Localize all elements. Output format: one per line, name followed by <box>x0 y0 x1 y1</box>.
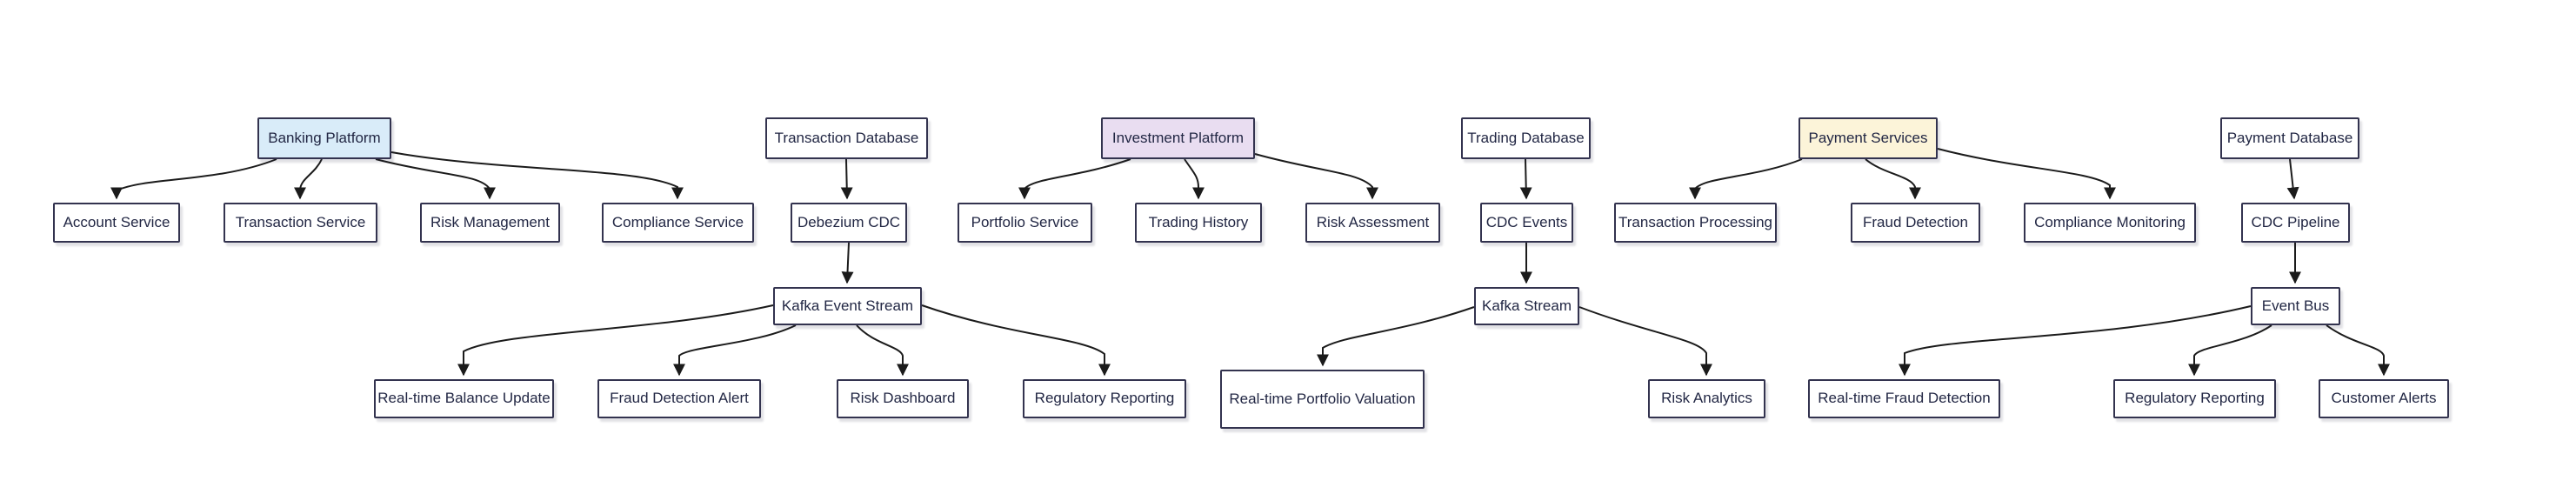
edge-debezium-cdc-to-kafka-event-stream <box>841 242 854 284</box>
edge-trading-database-to-cdc-events <box>1519 158 1532 200</box>
node-debezium-cdc: Debezium CDC <box>791 203 907 243</box>
node-regulatory-reporting-1: Regulatory Reporting <box>1023 379 1186 418</box>
edge-kafka-event-stream-to-rt-balance-update <box>457 304 774 377</box>
node-investment-platform: Investment Platform <box>1101 117 1255 159</box>
edge-payment-services-to-fraud-detection <box>1865 158 1921 200</box>
node-rt-portfolio-valuation: Real-time Portfolio Valuation <box>1220 370 1425 429</box>
edge-kafka-event-stream-to-fraud-detection-alert <box>673 324 797 377</box>
edge-transaction-database-to-debezium-cdc <box>840 158 853 200</box>
edge-banking-platform-to-transaction-service <box>294 158 323 200</box>
node-customer-alerts: Customer Alerts <box>2319 379 2449 418</box>
node-compliance-monitoring: Compliance Monitoring <box>2024 203 2196 243</box>
node-rt-balance-update: Real-time Balance Update <box>374 379 554 418</box>
node-risk-analytics: Risk Analytics <box>1648 379 1765 418</box>
edge-event-bus-to-customer-alerts <box>2326 324 2390 377</box>
node-trading-history: Trading History <box>1135 203 1262 243</box>
node-account-service: Account Service <box>53 203 180 243</box>
edge-event-bus-to-regulatory-reporting-3 <box>2188 324 2272 377</box>
edge-kafka-event-stream-to-risk-dashboard <box>856 324 909 377</box>
edge-investment-platform-to-risk-assessment <box>1254 153 1378 200</box>
node-risk-assessment: Risk Assessment <box>1305 203 1440 243</box>
node-rt-fraud-detection: Real-time Fraud Detection <box>1808 379 2000 418</box>
node-trading-database: Trading Database <box>1461 117 1591 159</box>
edge-payment-database-to-cdc-pipeline <box>2286 158 2299 200</box>
edge-investment-platform-to-portfolio-service <box>1018 158 1131 200</box>
node-payment-services: Payment Services <box>1799 117 1938 159</box>
edge-kafka-stream-to-rt-portfolio-valuation <box>1317 306 1475 367</box>
node-risk-management: Risk Management <box>420 203 560 243</box>
node-cdc-events: CDC Events <box>1480 203 1573 243</box>
node-compliance-service: Compliance Service <box>602 203 754 243</box>
edge-banking-platform-to-account-service <box>110 158 277 200</box>
edge-banking-platform-to-compliance-service <box>390 151 684 200</box>
node-event-bus: Event Bus <box>2251 287 2340 325</box>
edge-banking-platform-to-risk-management <box>375 158 496 200</box>
node-transaction-processing: Transaction Processing <box>1614 203 1777 243</box>
node-banking-platform: Banking Platform <box>257 117 391 159</box>
node-payment-database: Payment Database <box>2220 117 2359 159</box>
node-fraud-detection-alert: Fraud Detection Alert <box>597 379 761 418</box>
edge-investment-platform-to-trading-history <box>1184 158 1205 200</box>
node-regulatory-reporting-3: Regulatory Reporting <box>2113 379 2276 418</box>
edge-kafka-stream-to-risk-analytics <box>1578 306 1712 377</box>
edge-payment-services-to-transaction-processing <box>1689 158 1803 200</box>
node-kafka-stream: Kafka Stream <box>1474 287 1579 325</box>
node-cdc-pipeline: CDC Pipeline <box>2241 203 2350 243</box>
node-transaction-service: Transaction Service <box>224 203 377 243</box>
edge-event-bus-to-rt-fraud-detection <box>1899 305 2252 377</box>
node-risk-dashboard: Risk Dashboard <box>837 379 969 418</box>
node-kafka-event-stream: Kafka Event Stream <box>773 287 922 325</box>
edge-payment-services-to-compliance-monitoring <box>1937 148 2116 200</box>
node-portfolio-service: Portfolio Service <box>958 203 1092 243</box>
edge-kafka-event-stream-to-regulatory-reporting-1 <box>921 304 1111 377</box>
node-transaction-database: Transaction Database <box>765 117 928 159</box>
node-fraud-detection: Fraud Detection <box>1851 203 1980 243</box>
